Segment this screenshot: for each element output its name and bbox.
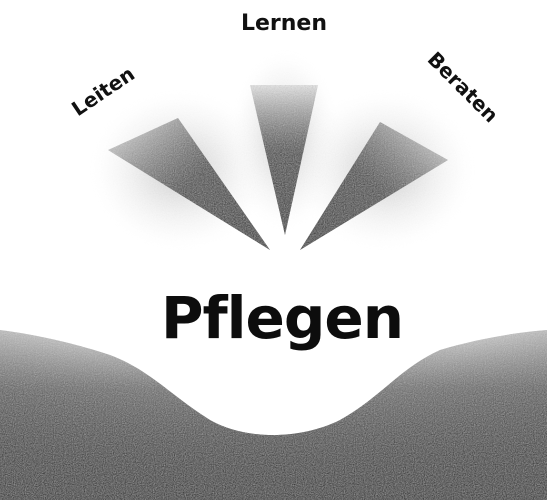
label-pflegen: Pflegen (161, 284, 403, 352)
label-lernen: Lernen (241, 11, 327, 36)
basin-shape (0, 330, 547, 500)
